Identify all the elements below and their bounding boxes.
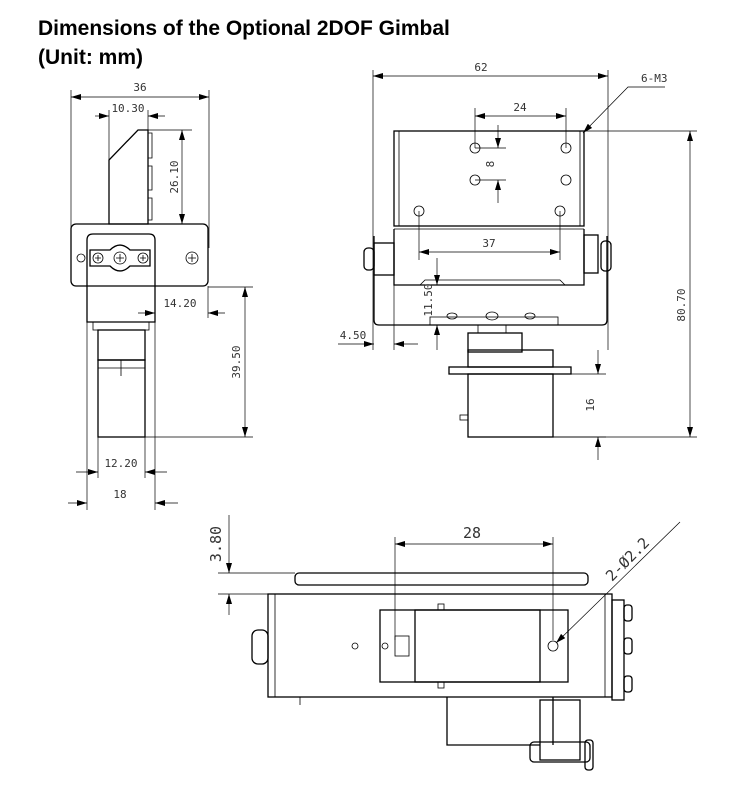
- dim-36: 36: [133, 81, 146, 94]
- top-view: 3.80 28 2-Ø2.2: [207, 515, 681, 771]
- dim-62: 62: [474, 61, 487, 74]
- title-line-1: Dimensions of the Optional 2DOF Gimbal: [38, 17, 450, 40]
- dim-26-10: 26.10: [168, 160, 181, 193]
- dim-18: 18: [113, 488, 126, 501]
- screw-icon: [76, 251, 199, 265]
- base-plate: [70, 223, 209, 287]
- dim-3-80: 3.80: [207, 526, 225, 562]
- upper-plate: [393, 130, 585, 227]
- screw-icon: [446, 311, 536, 321]
- callout-6-m3: 6-M3: [641, 72, 668, 85]
- dim-28: 28: [463, 524, 481, 542]
- callout-2-phi-2-2: 2-Ø2.2: [602, 534, 653, 585]
- dim-37: 37: [482, 237, 495, 250]
- mount-hole-icon: [413, 142, 572, 217]
- dim-80-70: 80.70: [675, 288, 688, 321]
- page-title: Dimensions of the Optional 2DOF Gimbal (…: [38, 14, 450, 72]
- dim-8: 8: [484, 161, 497, 168]
- dim-16: 16: [584, 398, 597, 411]
- servo-body: [97, 359, 146, 438]
- upper-bracket: [108, 129, 149, 225]
- dim-14-20: 14.20: [163, 297, 196, 310]
- dim-12-20: 12.20: [104, 457, 137, 470]
- dim-39-50: 39.50: [230, 345, 243, 378]
- servo-head: [86, 233, 156, 323]
- top-bracket: [294, 572, 589, 586]
- front-view: 62 6-M3 24 8 37 11.50 4.50 16 80.70: [338, 61, 697, 460]
- side-view: 36 10.30 26.10 14.20 39.50 12.20 18: [68, 81, 253, 510]
- servo-flange: [448, 366, 572, 375]
- dim-10-30: 10.30: [111, 102, 144, 115]
- title-line-2: (Unit: mm): [38, 46, 143, 69]
- dim-24: 24: [513, 101, 527, 114]
- servo-horn: [89, 244, 151, 272]
- servo-body: [414, 609, 541, 683]
- servo-body: [467, 373, 554, 438]
- mount-hole-icon: [547, 640, 559, 652]
- dim-11-50: 11.50: [422, 283, 435, 316]
- dim-4-50: 4.50: [340, 329, 367, 342]
